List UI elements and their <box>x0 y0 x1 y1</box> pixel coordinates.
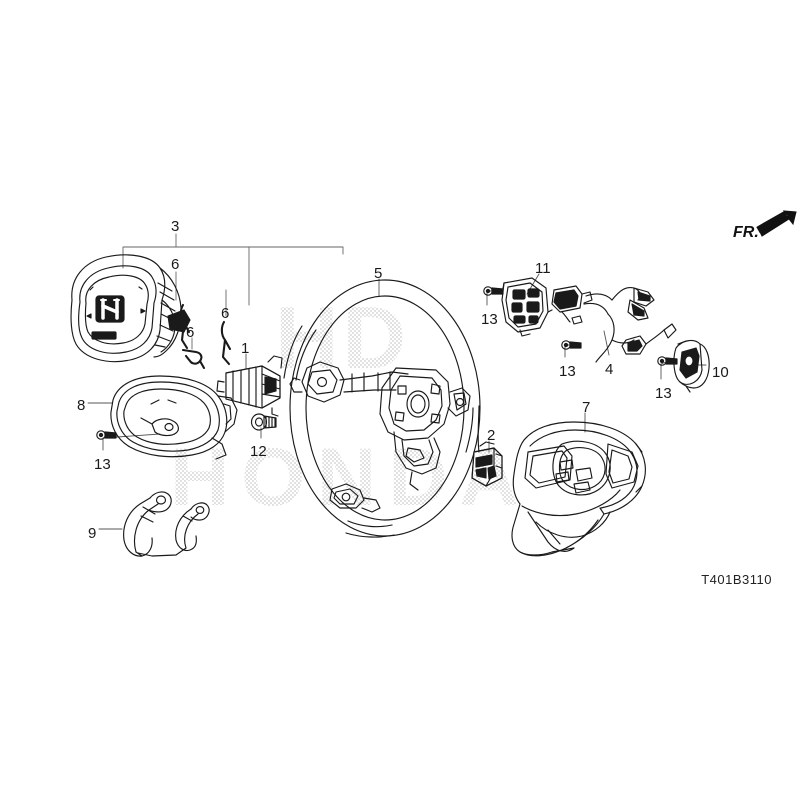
callout-1: 1 <box>241 340 250 357</box>
callout-13-center: 13 <box>559 363 576 380</box>
part-4-wire-harness <box>551 285 677 363</box>
honda-h-emblem <box>95 295 125 323</box>
callout-7: 7 <box>582 399 591 416</box>
part-6-spring-clips <box>179 303 232 370</box>
part-10-paddle-switch <box>673 339 710 393</box>
fr-label: FR. <box>733 224 759 241</box>
callout-12: 12 <box>250 443 267 460</box>
diagram-part-number: T401B3110 <box>701 572 772 587</box>
callout-13-left: 13 <box>94 456 111 473</box>
part-5-steering-wheel <box>283 279 481 538</box>
callout-13-right: 13 <box>655 385 672 402</box>
callout-2: 2 <box>487 427 496 444</box>
part-9-bracket <box>123 491 210 557</box>
callout-4: 4 <box>605 361 614 378</box>
callout-11: 11 <box>535 260 551 277</box>
callout-6-c: 6 <box>186 324 195 341</box>
fr-direction-arrow <box>756 210 797 237</box>
callout-8: 8 <box>77 397 86 414</box>
part-12-screw <box>250 413 277 431</box>
part-7-lower-cover <box>511 421 646 557</box>
callout-10: 10 <box>712 364 729 381</box>
callout-13-wheel: 13 <box>481 311 498 328</box>
callout-6-a: 6 <box>171 256 180 273</box>
wheel-armature <box>289 361 471 513</box>
part-13-screw-left <box>96 430 117 440</box>
part-13-screw-center <box>561 340 582 350</box>
part-1-cable-reel <box>216 355 283 417</box>
callout-6-b: 6 <box>221 305 230 322</box>
part-2-connector <box>471 441 503 487</box>
part-11-switch-assembly <box>501 277 553 337</box>
callout-9: 9 <box>88 525 97 542</box>
callout-5: 5 <box>374 265 383 282</box>
part-8-garnish <box>110 375 238 460</box>
callout-3: 3 <box>171 218 180 235</box>
